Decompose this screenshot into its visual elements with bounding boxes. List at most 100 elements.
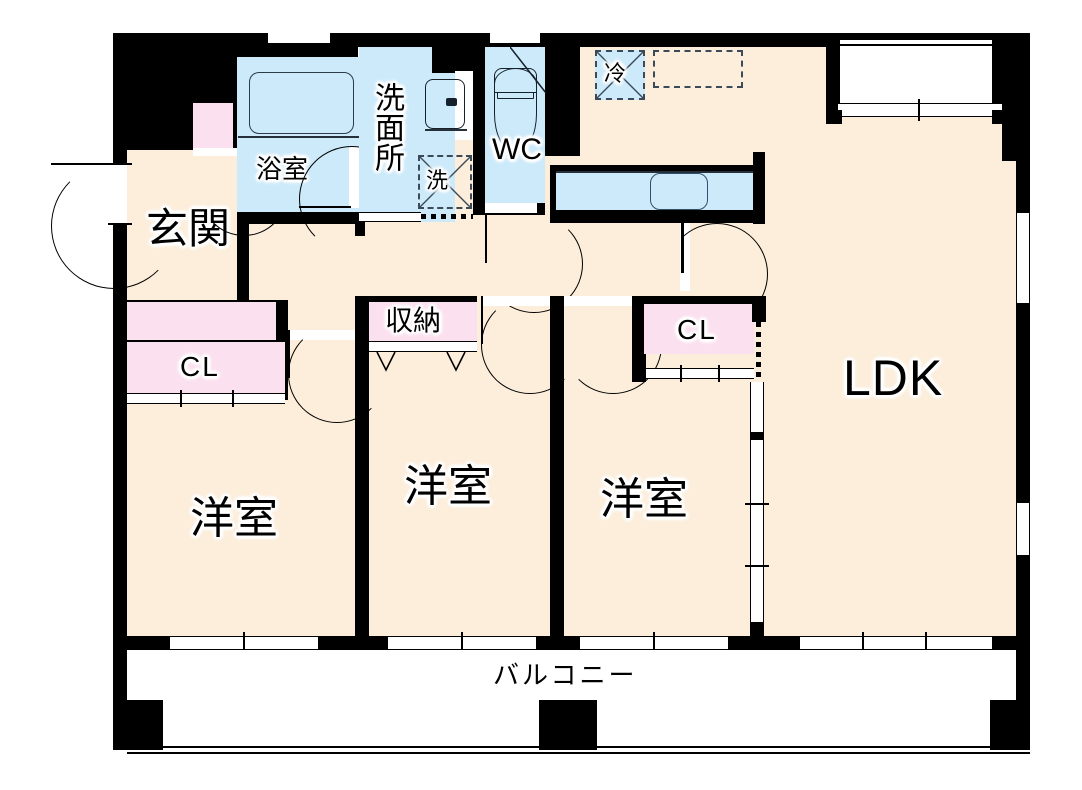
wc-window-top-line (490, 43, 540, 45)
upper-cabinet-space (653, 50, 743, 88)
wall-between-bedroom1-2 (355, 296, 369, 640)
vanity-counter-line (425, 129, 467, 131)
closet-left-door-divider-2 (232, 390, 234, 407)
bath-divider-line (238, 136, 359, 138)
wall-mid-bedroom-top (355, 296, 369, 350)
sliding-door-mullion-2 (745, 565, 769, 567)
fridge-space (595, 50, 645, 100)
wall-slider-bottom-stub (750, 622, 764, 640)
fixture-label-washer: 洗 (426, 168, 449, 193)
bath-window-top-line (268, 43, 330, 45)
wall-right-closet-bottom (632, 354, 646, 382)
balcony-wall-left-stub (113, 650, 127, 702)
wall-washroom-right-upper (432, 47, 455, 73)
balcony-pillar-left (113, 700, 163, 750)
sliding-door-mullion-1 (745, 503, 769, 505)
window-ldk-mullion-1 (862, 632, 864, 654)
genkan-closet-gap (193, 148, 237, 156)
sliding-door-ldk-bedroom3-lower (750, 440, 764, 630)
wall-between-bedroom2-3 (550, 296, 564, 640)
window-service-balcony-mullion (918, 99, 920, 121)
wall-wc-left (473, 47, 485, 207)
left-bedroom-door-leaf (288, 330, 290, 378)
window-bedroom2-mullion (461, 632, 463, 654)
service-balcony-rail (838, 44, 1002, 46)
closet-right-bedroom (644, 304, 754, 354)
window-service-balcony (838, 103, 1002, 117)
wall-ldk-partition-vertical (753, 152, 765, 224)
shoe-cabinet-lower-edge (127, 300, 283, 302)
wall-washroom-bottom (355, 222, 365, 236)
wall-service-balcony-sill-right (992, 110, 1030, 124)
storage-hanger-marks (376, 352, 466, 372)
fixture-label-fridge: 冷 (604, 61, 627, 86)
bath-door-leaf (299, 206, 351, 208)
entry-door-swing-arc (51, 163, 177, 289)
kitchen-counter-backline (556, 171, 759, 173)
wc-window-top (490, 33, 540, 43)
balcony-wall-right-stub (1016, 650, 1030, 702)
closet-left-doors (127, 393, 285, 404)
closet-label-right: CL (677, 314, 717, 345)
window-ldk-right (1016, 213, 1030, 303)
room-label-senmenjo: 洗面所 (370, 82, 403, 172)
vanity-basin (425, 79, 465, 129)
bath-window-top (268, 33, 330, 43)
closet-right-doors (644, 368, 754, 379)
wall-bedroom3-ldk-top (752, 296, 766, 322)
mid-bedroom-door-leaf (481, 296, 483, 344)
wc-door-leaf (485, 215, 487, 263)
storage-label-shuno: 収納 (385, 305, 442, 336)
window-bedroom3-mullion (653, 632, 655, 654)
window-bedroom1-mullion (243, 632, 245, 654)
room-label-yokushitsu: 浴室 (256, 154, 309, 184)
closet-left-bedroom (127, 342, 285, 396)
wall-top-wc-right (545, 33, 580, 156)
washroom-door-dots (421, 214, 473, 219)
kitchen-door-leaf (681, 223, 684, 273)
washroom-fill (359, 47, 455, 222)
closet-right-door-divider-1 (680, 365, 682, 382)
wall-exterior-top (113, 33, 1030, 47)
sliding-door-track-dotted (756, 322, 761, 382)
room-label-balcony: バルコニー (493, 660, 638, 690)
entry-door-leaf (51, 163, 113, 165)
storage-mid-bedroom (369, 300, 477, 342)
service-balcony-area (838, 40, 1006, 110)
closet-left-door-divider-1 (180, 390, 182, 407)
bathtub (249, 72, 354, 134)
room-label-washitsu-right: 洋室 (600, 475, 688, 524)
closet-label-left: CL (180, 351, 220, 382)
wc-door-opening (485, 203, 537, 213)
mid-bedroom-door-arc (481, 296, 579, 394)
shoe-cabinet-upper (193, 103, 233, 148)
kitchen-sink (650, 173, 708, 210)
kitchen-door-arc (666, 223, 768, 325)
room-label-washitsu-left: 洋室 (190, 494, 278, 543)
window-ldk-mullion-2 (925, 632, 927, 654)
wall-service-balcony-sill-left (826, 110, 842, 124)
window-ldk-right-lower (1016, 503, 1030, 555)
room-label-washitsu-mid: 洋室 (404, 462, 492, 511)
balcony-pillar-right (990, 700, 1030, 750)
storage-door-band (369, 341, 477, 352)
balcony-rail-outer (127, 746, 1030, 748)
balcony-rail-inner (127, 752, 1030, 754)
fridge-x-icon (597, 52, 643, 98)
washer-space (418, 155, 472, 209)
vanity-faucet (446, 98, 457, 106)
washer-x-icon (420, 157, 470, 207)
bath-door-arc (299, 146, 405, 252)
wall-right-closet-frame (632, 296, 762, 304)
wall-slider-stub (750, 432, 764, 440)
washroom-door-sliding (359, 212, 421, 222)
sliding-door-ldk-bedroom3-upper (750, 382, 764, 432)
room-label-ldk: LDK (843, 350, 944, 406)
wc-corner-line (510, 47, 547, 94)
room-label-wc: WC (492, 133, 542, 166)
closet-right-door-divider-2 (718, 365, 720, 382)
wall-service-balcony-left (826, 33, 840, 113)
shoe-cabinet-lower (127, 300, 283, 340)
wall-storage-top (369, 296, 477, 302)
